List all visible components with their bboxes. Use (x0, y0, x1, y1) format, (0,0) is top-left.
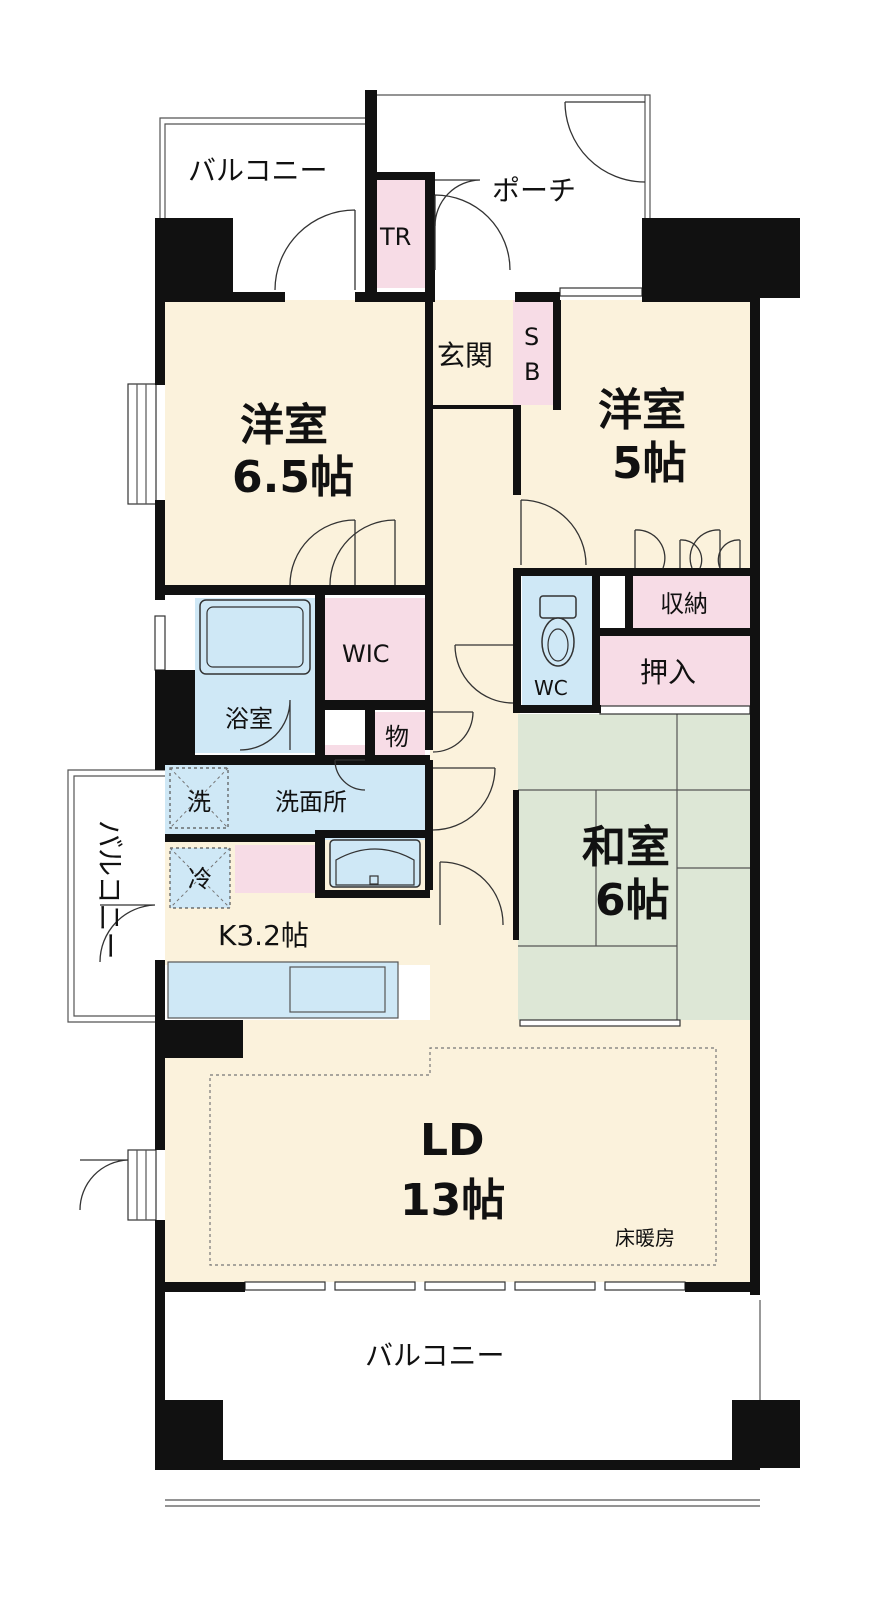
toilet-icon (539, 595, 577, 667)
balcony-top-label: バルコニー (188, 154, 327, 187)
balcony-bottom-label: バルコニー (365, 1339, 504, 1372)
japanese-size: 6帖 (595, 875, 670, 926)
western-a-name: 洋室 (240, 400, 328, 451)
western-b-size: 5帖 (612, 438, 687, 489)
ld-name: LD (420, 1115, 485, 1166)
room-labels: バルコニー ポーチ TR 玄関 S B 洋室 6.5帖 洋室 5帖 WIC 浴室… (93, 154, 708, 1372)
fridge-icon (169, 847, 231, 909)
sb-label-b: B (524, 358, 540, 386)
bath-label: 浴室 (225, 705, 273, 733)
tatami-lines (518, 714, 756, 1024)
oshiire-label: 押入 (640, 656, 696, 689)
floor-heating-label: 床暖房 (615, 1226, 675, 1250)
western-a-size: 6.5帖 (232, 452, 354, 503)
closet-storage-label: 収納 (660, 590, 708, 618)
bathtub-icon (199, 599, 311, 675)
porch-label: ポーチ (492, 174, 576, 207)
wc-label: WC (534, 676, 568, 700)
wic-label: WIC (342, 640, 390, 668)
balcony-side-label: バルコニー (93, 820, 126, 959)
fixtures (169, 595, 577, 909)
kitchen-label: K3.2帖 (218, 919, 309, 952)
ld-size: 13帖 (400, 1175, 505, 1226)
washer-icon (169, 767, 229, 829)
mono-label: 物 (385, 723, 409, 751)
walls (155, 90, 800, 1470)
japanese-name: 和室 (582, 822, 670, 873)
washer-label: 洗 (187, 788, 211, 816)
western-b-name: 洋室 (598, 385, 686, 436)
door-swing-icon (79, 101, 741, 1211)
sb-label-s: S (524, 323, 539, 351)
tr-label: TR (379, 223, 411, 251)
washroom-label: 洗面所 (275, 788, 347, 816)
room-fills (165, 178, 758, 1282)
washbasin-icon (329, 839, 421, 888)
entrance-label: 玄関 (437, 339, 493, 372)
fridge-label: 冷 (188, 865, 212, 893)
floor-heating-area (209, 1047, 717, 1266)
